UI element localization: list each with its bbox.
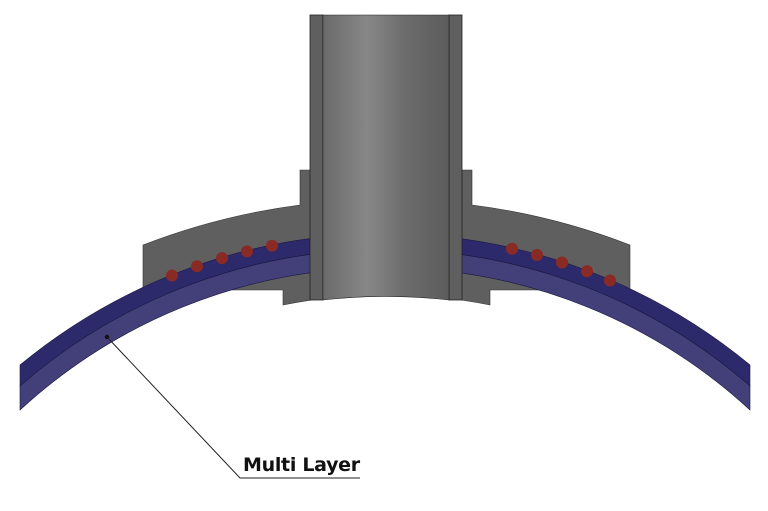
multi-layer-shell: [19, 233, 751, 411]
shaft-wall-left: [309, 14, 324, 301]
shaft-wall-right: [448, 14, 463, 301]
bump: [556, 256, 568, 269]
bump: [216, 252, 228, 265]
multi-layer-label: Multi Layer: [243, 454, 360, 476]
bump: [166, 269, 178, 282]
layer-inner: [19, 249, 751, 411]
bump: [191, 260, 203, 273]
bump: [531, 249, 543, 262]
bump: [604, 274, 616, 287]
bump: [241, 245, 253, 258]
shaft-bore: [322, 14, 450, 301]
bump: [266, 239, 278, 252]
bumps: [166, 239, 616, 287]
bump: [581, 265, 593, 278]
leader-line: [106, 336, 360, 479]
bump: [506, 242, 518, 255]
